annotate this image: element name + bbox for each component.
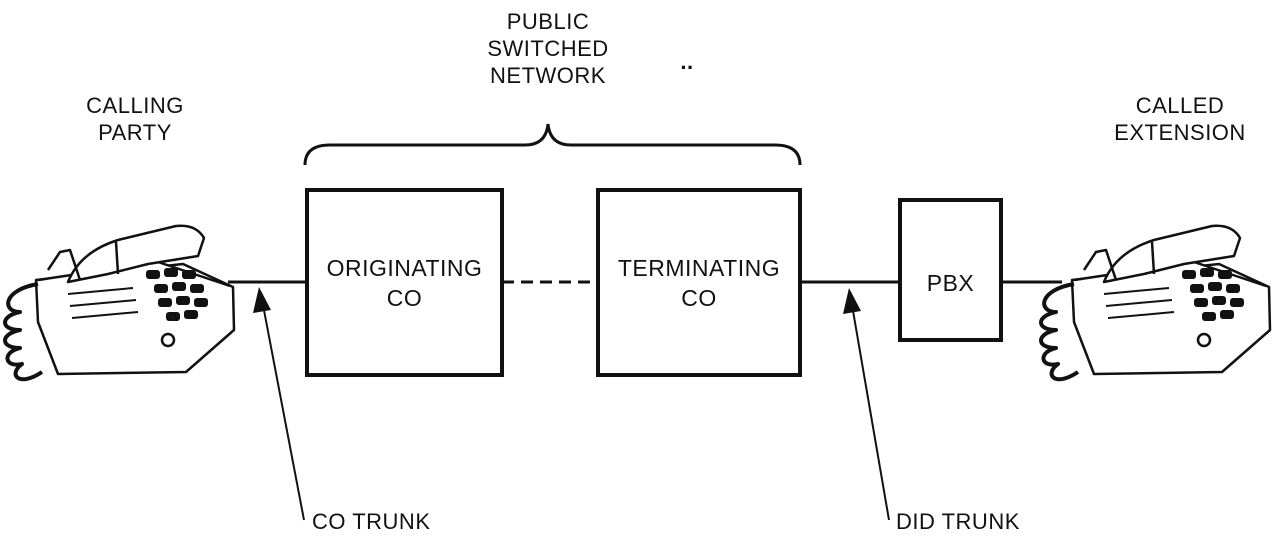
public-switched-network-label: PUBLIC SWITCHED NETWORK	[487, 9, 609, 88]
did-trunk-label: DID TRUNK	[896, 509, 1020, 534]
terminating-co-label: TERMINATING CO	[617, 255, 781, 311]
pbx-box	[898, 198, 1003, 342]
did-trunk-arrow	[843, 288, 890, 521]
co-trunk-arrow	[253, 287, 305, 521]
called-extension-label: CALLED EXTENSION	[1114, 93, 1246, 145]
calling-party-label: CALLING PARTY	[86, 93, 184, 145]
network-brace	[303, 123, 802, 166]
originating-co-label: ORIGINATING CO	[326, 255, 483, 311]
called-phone-icon	[1039, 224, 1272, 382]
calling-phone-icon	[3, 224, 236, 382]
pbx-label: PBX	[926, 270, 975, 296]
co-trunk-label: CO TRUNK	[312, 509, 431, 534]
stray-mark: ..	[680, 49, 694, 74]
